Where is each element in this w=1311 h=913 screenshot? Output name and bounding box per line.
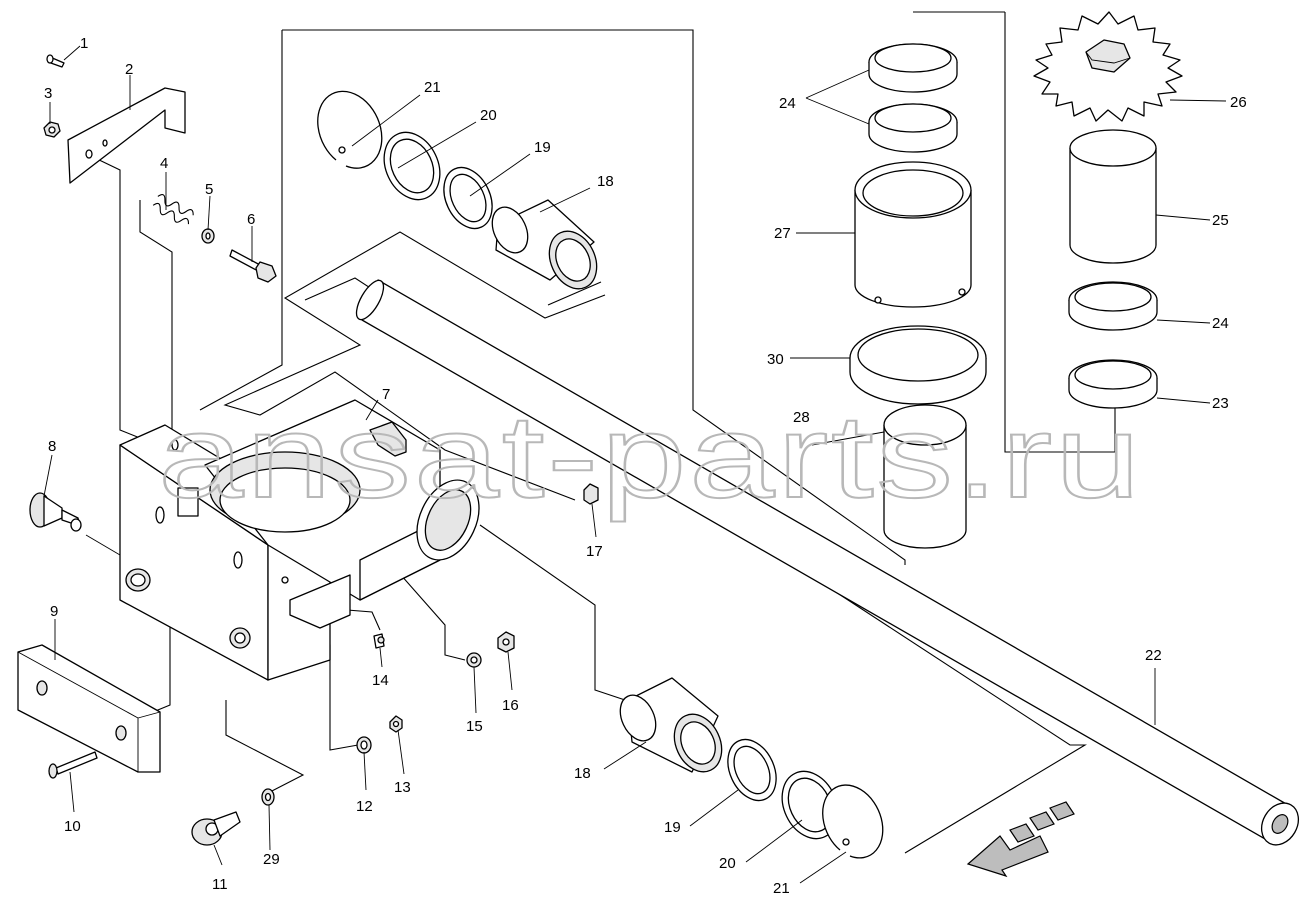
callout-22: 22 <box>1145 647 1162 664</box>
knob-part-8 <box>29 492 82 532</box>
callout-labels: 1 2 3 4 5 6 7 8 9 10 11 12 13 14 15 16 1… <box>44 35 1247 897</box>
lower-bushing-set <box>619 677 884 859</box>
callout-7: 7 <box>382 386 390 403</box>
callout-13: 13 <box>394 779 411 796</box>
upper-bushing-set <box>317 90 598 290</box>
fastener-part-16 <box>497 631 515 653</box>
plate-part-9 <box>17 644 161 773</box>
fastener-part-12 <box>356 736 372 754</box>
callout-12: 12 <box>356 798 373 815</box>
bracket-part-2 <box>67 87 186 184</box>
gear-part-26 <box>1033 11 1183 122</box>
pin-part-1 <box>46 54 65 68</box>
fastener-part-13 <box>389 715 403 733</box>
watermark-text: ansat-parts.ru <box>158 391 1143 523</box>
callout-20-lower: 20 <box>719 855 736 872</box>
callout-28: 28 <box>793 409 810 426</box>
latch-part-7 <box>369 421 407 457</box>
callout-30: 30 <box>767 351 784 368</box>
callout-29: 29 <box>263 851 280 868</box>
callout-15: 15 <box>466 718 483 735</box>
bolt-part-6 <box>229 249 277 283</box>
callout-2: 2 <box>125 61 133 78</box>
direction-arrow <box>966 801 1075 878</box>
callout-26: 26 <box>1230 94 1247 111</box>
callout-27: 27 <box>774 225 791 242</box>
leader-lines <box>43 45 1227 884</box>
callout-5: 5 <box>205 181 213 198</box>
callout-4: 4 <box>160 155 168 172</box>
callout-21-lower: 21 <box>773 880 790 897</box>
fastener-part-15 <box>466 652 482 668</box>
spring-part-4 <box>152 194 194 225</box>
fastener-part-17 <box>583 483 599 505</box>
callout-9: 9 <box>50 603 58 620</box>
main-tube <box>355 279 1300 846</box>
callout-1: 1 <box>80 35 88 52</box>
callout-3: 3 <box>44 85 52 102</box>
callout-11: 11 <box>212 876 228 893</box>
screw-part-10 <box>48 751 98 779</box>
callout-24-right: 24 <box>1212 315 1229 332</box>
frame-housing <box>119 399 480 681</box>
fastener-part-14 <box>373 633 385 649</box>
callout-14: 14 <box>372 672 389 689</box>
callout-6: 6 <box>247 211 255 228</box>
callout-19-upper: 19 <box>534 139 551 156</box>
knob-part-11 <box>191 811 241 846</box>
washer-part-29 <box>261 788 275 806</box>
callout-16: 16 <box>502 697 519 714</box>
callout-25: 25 <box>1212 212 1229 229</box>
callout-24-left: 24 <box>779 95 796 112</box>
callout-10: 10 <box>64 818 81 835</box>
callout-20-upper: 20 <box>480 107 497 124</box>
callout-17: 17 <box>586 543 603 560</box>
callout-8: 8 <box>48 438 56 455</box>
bearing-stack-left <box>849 43 987 549</box>
callout-18-upper: 18 <box>597 173 614 190</box>
washer-part-5 <box>201 228 215 244</box>
callout-19-lower: 19 <box>664 819 681 836</box>
callout-21-upper: 21 <box>424 79 441 96</box>
callout-18-lower: 18 <box>574 765 591 782</box>
nut-part-3 <box>43 121 61 138</box>
callout-23: 23 <box>1212 395 1229 412</box>
bearing-stack-right <box>1068 129 1158 409</box>
